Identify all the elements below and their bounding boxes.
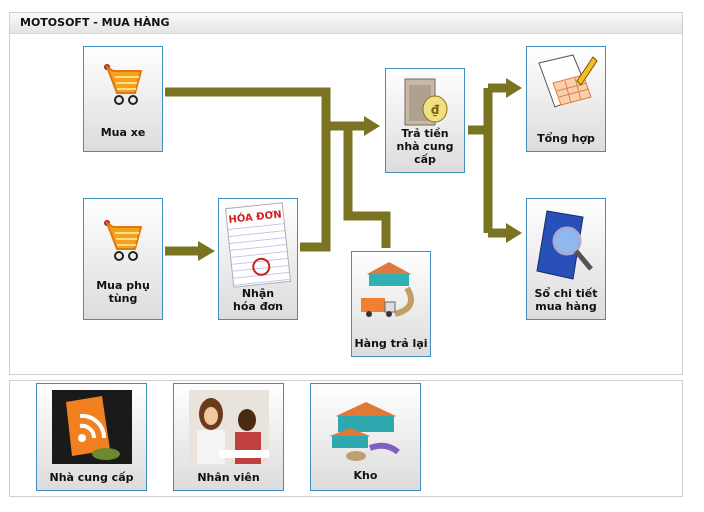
arrow-head xyxy=(506,78,522,98)
tong-hop-button[interactable]: Tổng hợp xyxy=(526,46,606,152)
tile-label: Tổng hợp xyxy=(537,132,595,145)
ledger-magnifier-icon xyxy=(536,210,593,280)
shopping-cart-icon xyxy=(104,64,143,105)
supplier-rss-icon xyxy=(51,390,132,464)
kho-button[interactable]: Kho xyxy=(310,383,421,491)
tile-label: Nhân viên xyxy=(197,471,260,484)
warehouse-icon xyxy=(329,402,400,461)
svg-text:₫: ₫ xyxy=(431,103,440,117)
mua-phu-tung-button[interactable]: Mua phụ tùng xyxy=(83,198,163,320)
arrow-head xyxy=(364,116,380,136)
tile-label: Trả tiền nhà cung cấp xyxy=(396,127,454,166)
tile-label: Mua xe xyxy=(100,126,146,139)
tile-label: Hàng trả lại xyxy=(354,337,428,350)
invoice-icon-text: HÓA ĐƠN xyxy=(226,209,284,227)
employees-photo-icon xyxy=(188,390,269,464)
nhan-vien-button[interactable]: Nhân viên xyxy=(173,383,284,491)
panel-title: MOTOSOFT - MUA HÀNG xyxy=(10,13,682,34)
connector-mua-xe xyxy=(165,87,331,252)
shopping-cart-icon xyxy=(104,220,143,261)
nhan-hoa-don-button[interactable]: HÓA ĐƠN Nhận hóa đơn xyxy=(218,198,298,320)
tra-tien-nha-cung-cap-button[interactable]: ₫ Trả tiền nhà cung cấp xyxy=(385,68,465,173)
tile-label: Nhận hóa đơn xyxy=(233,287,283,313)
safe-money-bag-icon: ₫ xyxy=(404,78,448,126)
tile-label: Kho xyxy=(353,469,378,482)
tile-label: Mua phụ tùng xyxy=(96,279,150,305)
truck-warehouse-icon xyxy=(361,262,414,317)
nha-cung-cap-button[interactable]: Nhà cung cấp xyxy=(36,383,147,491)
mua-xe-button[interactable]: Mua xe xyxy=(83,46,163,152)
connector-hang-tra-lai xyxy=(343,126,391,248)
tile-label: Sổ chi tiết mua hàng xyxy=(534,287,598,313)
so-chi-tiet-mua-hang-button[interactable]: Sổ chi tiết mua hàng xyxy=(526,198,606,320)
tile-label: Nhà cung cấp xyxy=(49,471,134,484)
flow-connectors xyxy=(165,78,522,261)
arrow-head xyxy=(506,223,522,243)
arrow-head xyxy=(198,241,215,261)
spreadsheet-pencil-icon xyxy=(538,54,598,108)
hang-tra-lai-button[interactable]: Hàng trả lại xyxy=(351,251,431,357)
invoice-icon: HÓA ĐƠN xyxy=(224,202,292,288)
